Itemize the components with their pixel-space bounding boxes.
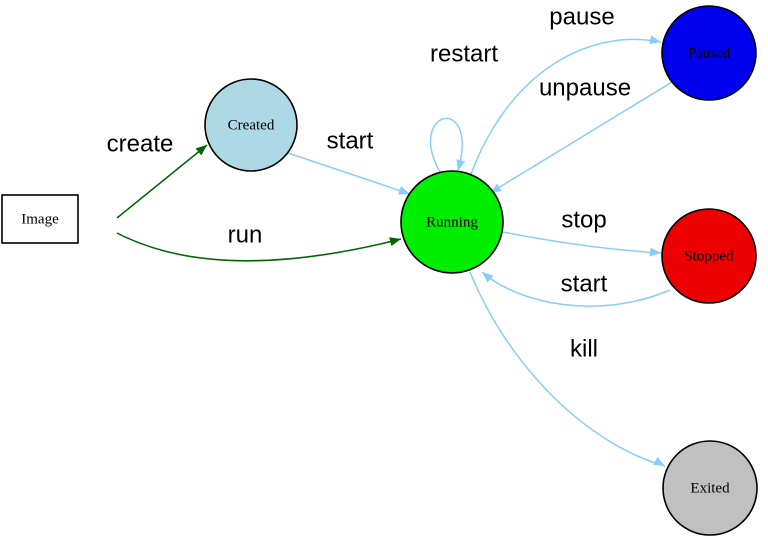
node-label-created: Created <box>228 117 275 133</box>
edge-run <box>116 232 402 262</box>
arrowhead-pause <box>649 35 661 45</box>
arrowhead-start-created <box>398 186 410 195</box>
edge-label-start-created: start <box>327 127 374 154</box>
node-label-stopped: Stopped <box>684 248 734 264</box>
edge-label-stop: stop <box>561 206 606 233</box>
edge-label-unpause: unpause <box>539 74 631 101</box>
node-paused[interactable]: Paused <box>661 5 757 101</box>
edge-restart <box>429 117 466 173</box>
edge-label-run: run <box>228 221 263 248</box>
node-shape-exited[interactable] <box>662 440 758 536</box>
node-stopped[interactable]: Stopped <box>661 208 757 304</box>
node-label-running: Running <box>426 214 478 230</box>
node-label-image: Image <box>21 211 59 227</box>
node-created[interactable]: Created <box>204 78 298 172</box>
arrowhead-start-stopped <box>482 272 494 283</box>
node-running[interactable]: Running <box>400 170 504 274</box>
node-label-exited: Exited <box>690 480 730 496</box>
arrowhead-run <box>389 237 401 247</box>
edge-start-created <box>287 152 411 195</box>
edge-pause <box>470 35 662 175</box>
arrowhead-stop <box>649 247 661 257</box>
node-shape-created[interactable] <box>204 78 298 172</box>
node-exited[interactable]: Exited <box>662 440 758 536</box>
edges-layer <box>116 35 673 467</box>
node-shape-image[interactable] <box>1 194 79 244</box>
edge-stop <box>502 231 662 257</box>
edge-path-create <box>116 144 208 219</box>
edge-create <box>116 144 208 219</box>
edge-path-start-stopped <box>481 271 671 307</box>
arrowhead-kill <box>653 456 665 466</box>
node-image[interactable]: Image <box>1 194 79 244</box>
edge-path-kill <box>469 271 666 467</box>
edge-path-stop <box>502 231 662 254</box>
edge-path-unpause <box>489 81 673 194</box>
edge-labels-layer: create run start restart pause unpause stop sta… <box>107 3 631 362</box>
edge-start-stopped <box>481 271 671 307</box>
edge-kill <box>469 271 666 467</box>
node-shape-running[interactable] <box>400 170 504 274</box>
edge-path-start-created <box>287 152 411 195</box>
node-label-paused: Paused <box>688 45 731 61</box>
edge-label-create: create <box>107 130 174 157</box>
edge-path-restart <box>429 117 463 173</box>
edge-label-kill: kill <box>570 335 598 362</box>
arrowhead-restart <box>456 159 466 171</box>
edge-label-start-stopped: start <box>561 270 608 297</box>
edge-path-pause <box>470 38 662 175</box>
edge-label-restart: restart <box>430 40 498 67</box>
edge-label-pause: pause <box>549 3 614 30</box>
edge-path-run <box>116 232 402 262</box>
node-shape-paused[interactable] <box>661 5 757 101</box>
node-shape-stopped[interactable] <box>661 208 757 304</box>
arrowhead-create <box>195 145 207 156</box>
